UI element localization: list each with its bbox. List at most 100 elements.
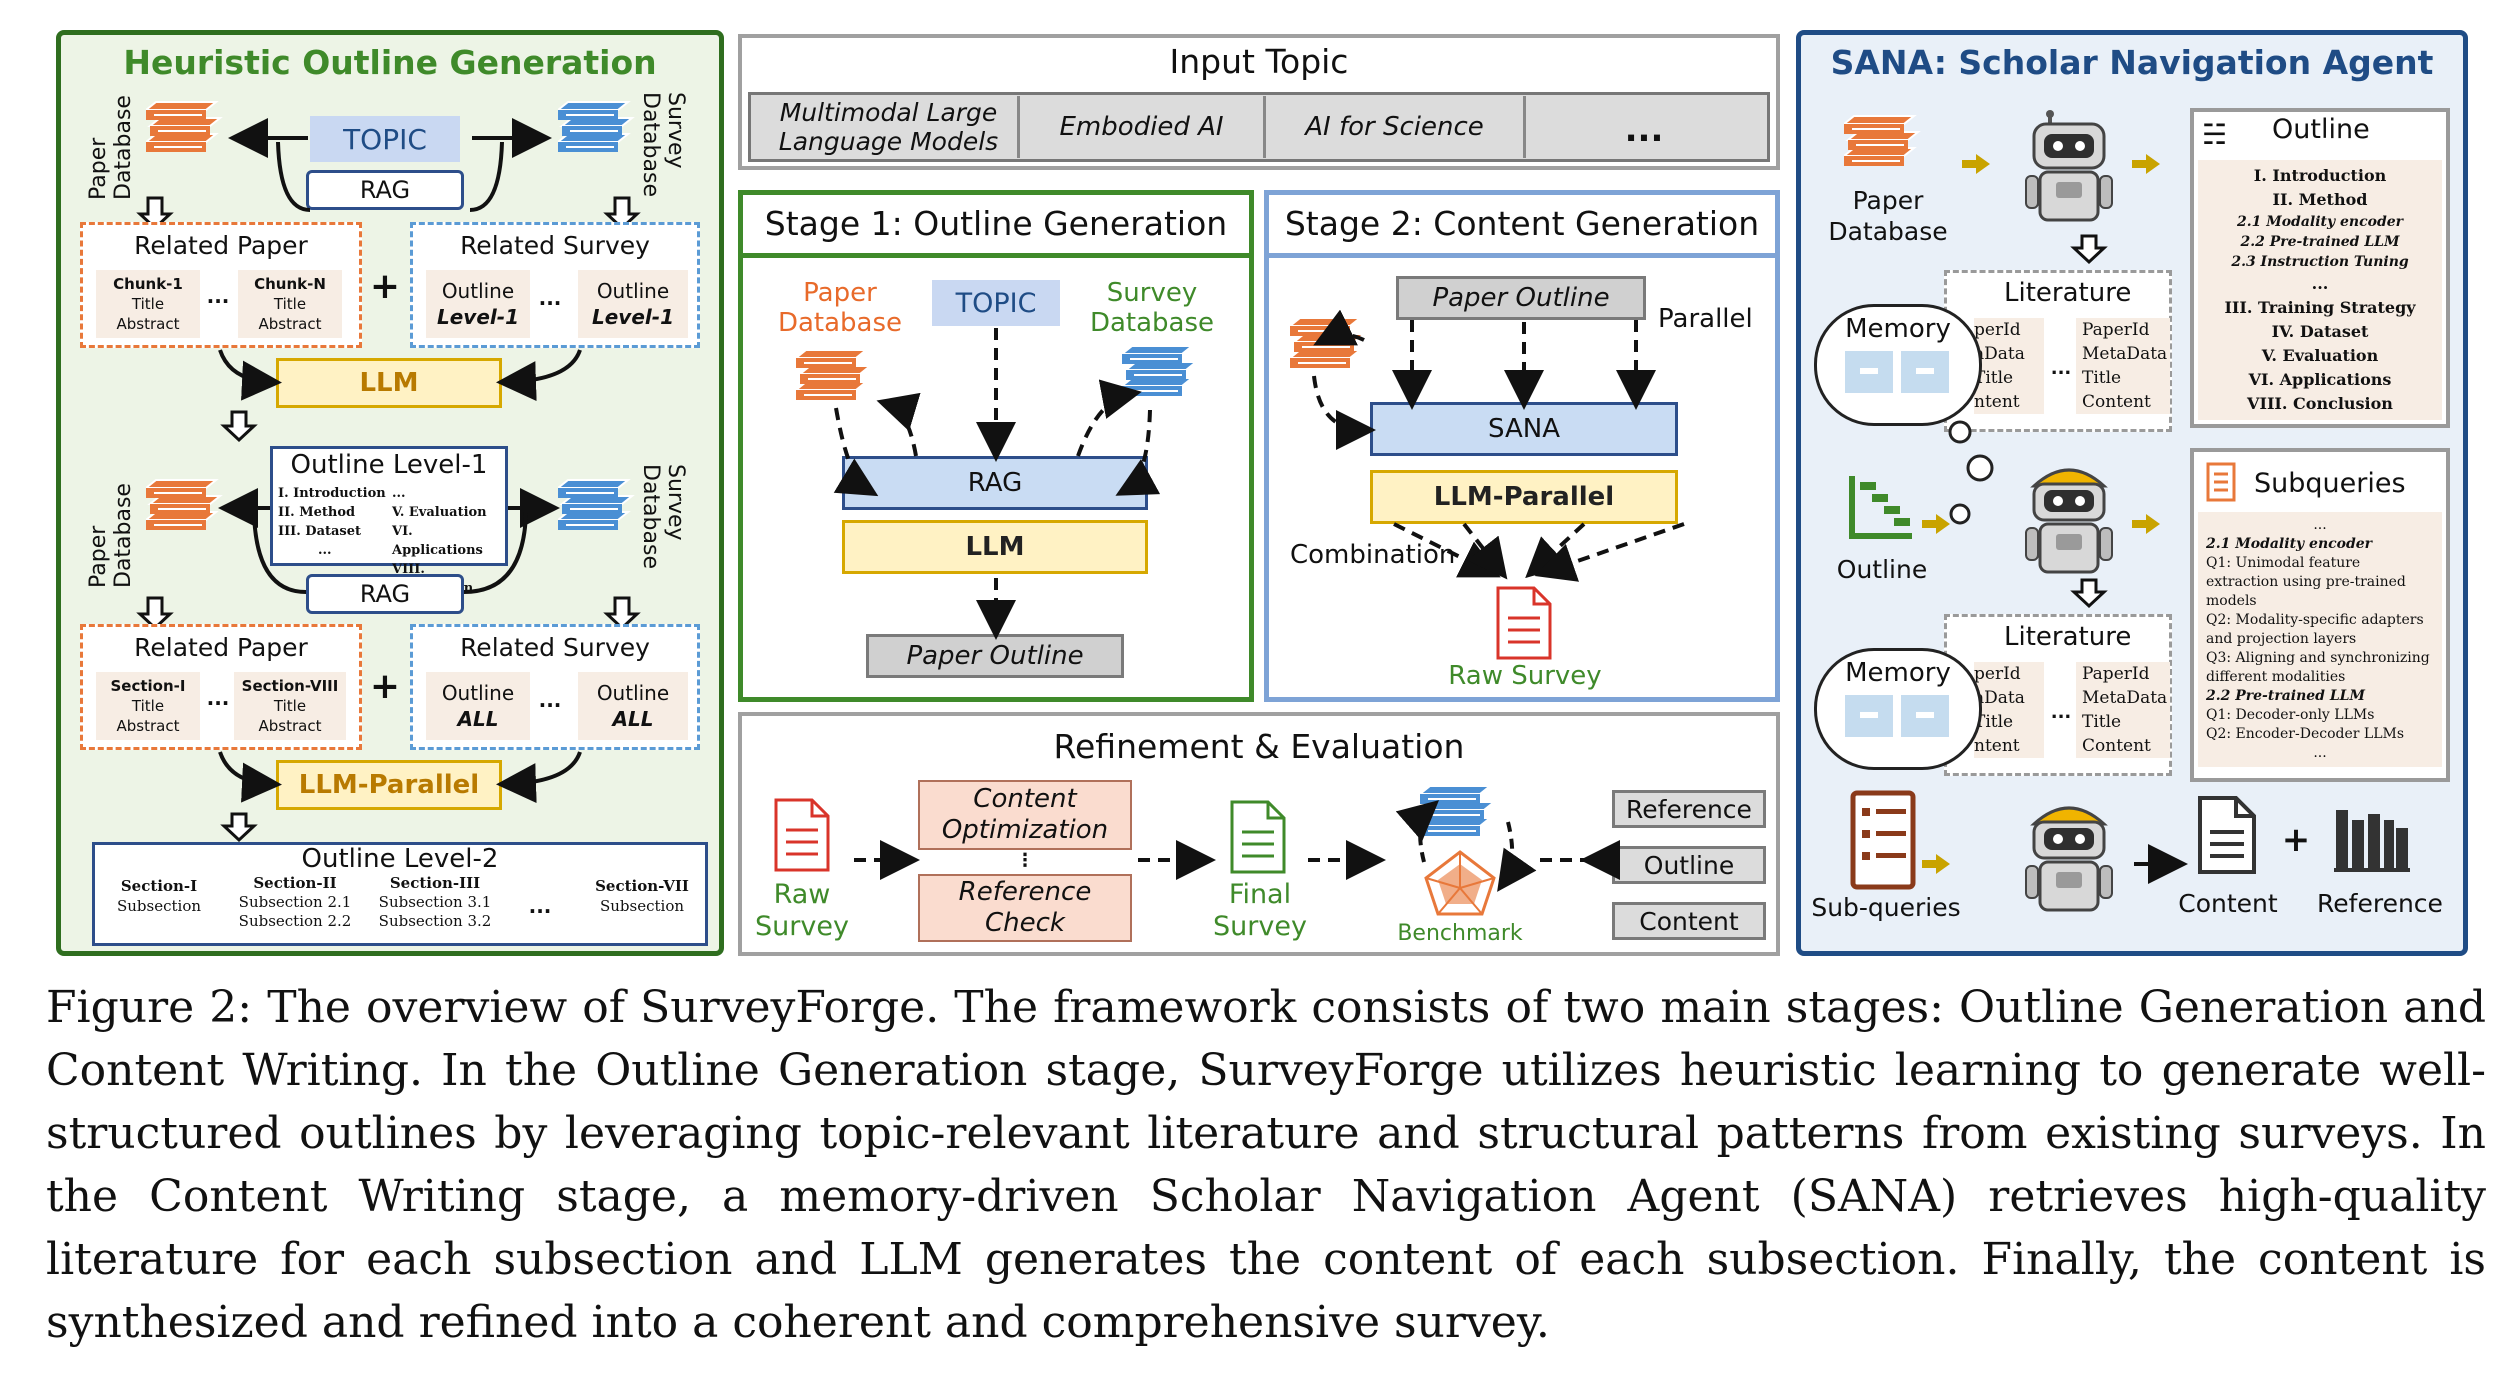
- chunk-n-card: Chunk-N Title Abstract: [238, 270, 342, 338]
- refine-reference-check: Reference Check: [918, 874, 1132, 942]
- outline-item: 2.1 Modality encoder: [2236, 214, 2404, 230]
- subq-item: 2.2 Pre-trained LLM: [2206, 688, 2366, 704]
- sana-subqueries-items: ... 2.1 Modality encoder Q1: Unimodal fe…: [2198, 512, 2442, 767]
- topic-chip-ai-science[interactable]: AI for Science: [1266, 96, 1526, 158]
- sana-outline-title: Outline: [2272, 114, 2370, 145]
- lit-field: PaperId: [2082, 320, 2150, 340]
- memory-drawers-icon-2: [1843, 693, 1951, 739]
- outline-item: VIII. Conclusion: [2247, 394, 2393, 413]
- chunk-n-abstract: Abstract: [258, 315, 322, 333]
- ol1-item: V. Evaluation: [392, 505, 487, 520]
- lit-field: Title: [1974, 712, 2014, 732]
- lit-field: ntent: [1974, 392, 2020, 412]
- caption-figure-label: Figure 2:: [46, 982, 253, 1033]
- subq-item: Q1: Decoder-only LLMs: [2206, 707, 2375, 723]
- level2-sub: Subsection 2.2: [238, 912, 352, 930]
- stage1-paper-db-label: Paper Database: [777, 278, 903, 338]
- chunk-n-title: Title: [273, 295, 307, 313]
- output-content: Content: [1612, 902, 1766, 940]
- subq-item: 2.1 Modality encoder: [2206, 536, 2373, 552]
- topic-box: TOPIC: [310, 116, 460, 162]
- section-viii-title: Title: [273, 697, 307, 715]
- lit-field: Content: [2082, 392, 2151, 412]
- survey-outline-label: Outline: [596, 681, 670, 705]
- stage2-raw-survey: Raw Survey: [1448, 661, 1602, 691]
- refine-raw-doc-icon: [774, 798, 830, 872]
- survey-outline-card-1a: Outline Level-1: [426, 270, 530, 338]
- literature-left-1: perId aData Title ntent: [1974, 318, 2044, 414]
- topic-chip-mllm[interactable]: Multimodal Large Language Models: [760, 96, 1020, 158]
- sana-reference-label: Reference: [2317, 888, 2443, 918]
- rag-box-top: RAG: [306, 170, 464, 210]
- survey-outline-label: Outline: [441, 681, 515, 705]
- sana-subqueries-icon-label: Sub-queries: [1811, 892, 1961, 922]
- survey-outline-level: Level-1: [592, 305, 674, 329]
- ellipsis-survey-2: ...: [538, 688, 562, 712]
- level2-sub: Subsection 2.1: [238, 893, 352, 911]
- survey-outline-card-2b: Outline ALL: [578, 672, 688, 740]
- plus-sign-1: +: [369, 265, 401, 307]
- content-doc-icon: [2198, 796, 2256, 874]
- ol1-item: ...: [392, 486, 406, 501]
- topic-chip-more: ...: [1624, 110, 1664, 150]
- survey-outline-card-2a: Outline ALL: [426, 672, 530, 740]
- lit-field: perId: [1974, 664, 2021, 684]
- survey-outline-level: Level-1: [437, 305, 519, 329]
- stage2-title: Stage 2: Content Generation: [1268, 194, 1776, 258]
- sitemap-icon: ☵: [2202, 118, 2228, 151]
- outline-item: III. Training Strategy: [2224, 298, 2416, 317]
- memory-cloud-1: [1814, 304, 1982, 426]
- sana-title: SANA: Scholar Navigation Agent: [1830, 42, 2434, 82]
- refine-arrows: [854, 800, 1620, 892]
- stage2-arrows: [1312, 309, 1685, 582]
- checklist-icon-small: [2206, 462, 2236, 502]
- refine-content-optimization: Content Optimization: [918, 780, 1132, 850]
- section-i-title: Title: [131, 697, 165, 715]
- subq-item: ...: [2313, 517, 2327, 533]
- llm-arrows: [218, 349, 582, 443]
- survey-outline-label: Outline: [441, 279, 515, 303]
- lit-field: Title: [2082, 368, 2122, 388]
- heuristic-top-arrows: [136, 118, 641, 231]
- lit-field: PaperId: [2082, 664, 2150, 684]
- stage2-combination-label: Combination: [1290, 540, 1456, 570]
- level2-col-1: Section-I Subsection: [104, 876, 214, 916]
- caption-text: The overview of SurveyForge. The framewo…: [46, 982, 2486, 1348]
- level2-col-4: Section-VII Subsection: [584, 876, 700, 916]
- section-i-label: Section-I: [110, 677, 186, 695]
- ellipsis-chunk: ...: [206, 284, 230, 308]
- section-i-card: Section-I Title Abstract: [96, 672, 200, 740]
- outline-level2-box: [92, 842, 708, 946]
- literature-label-1: Literature: [2004, 278, 2132, 308]
- refine-final-label: Final Survey: [1213, 879, 1307, 942]
- outline-level2-title: Outline Level-2: [301, 844, 499, 874]
- sana-outline-icon-label: Outline: [1836, 554, 1928, 584]
- level2-sub: Subsection: [599, 897, 685, 915]
- stage2-paper-outline: Paper Outline: [1396, 276, 1646, 320]
- survey-outline-card-1b: Outline Level-1: [578, 270, 688, 338]
- memory-label-1: Memory: [1845, 314, 1951, 344]
- subq-item: ...: [2313, 745, 2327, 761]
- lit-field: aData: [1974, 344, 2025, 364]
- literature-label-2: Literature: [2004, 622, 2132, 652]
- rag-box-mid: RAG: [306, 574, 464, 614]
- outline-level1-box: [270, 446, 508, 566]
- literature-ellipsis-1: ...: [2050, 358, 2072, 379]
- literature-right-2: PaperId MetaData Title Content: [2076, 662, 2170, 758]
- subqueries-checklist-icon: [1850, 790, 1916, 890]
- sana-subqueries-title: Subqueries: [2254, 468, 2406, 499]
- stage1-survey-db-label: Survey Database: [1089, 278, 1215, 338]
- llm-parallel-box-heuristic: LLM-Parallel: [276, 760, 502, 810]
- level2-col-2: Section-II Subsection 2.1 Subsection 2.2: [230, 874, 360, 931]
- raw-survey-doc-icon: [1496, 586, 1552, 660]
- level2-col-3: Section-III Subsection 3.1 Subsection 3.…: [370, 874, 500, 931]
- level2-sub: Subsection 3.1: [378, 893, 492, 911]
- ol1-item: ...: [318, 543, 332, 558]
- outline-item: IV. Dataset: [2271, 322, 2369, 341]
- literature-right-1: PaperId MetaData Title Content: [2076, 318, 2170, 414]
- topic-chip-embodied[interactable]: Embodied AI: [1020, 96, 1266, 158]
- stage1-paper-outline: Paper Outline: [866, 634, 1124, 678]
- figure-caption: Figure 2: The overview of SurveyForge. T…: [46, 976, 2486, 1354]
- literature-left-2: perId aData Title ntent: [1974, 662, 2044, 758]
- level2-head: Section-III: [389, 874, 481, 892]
